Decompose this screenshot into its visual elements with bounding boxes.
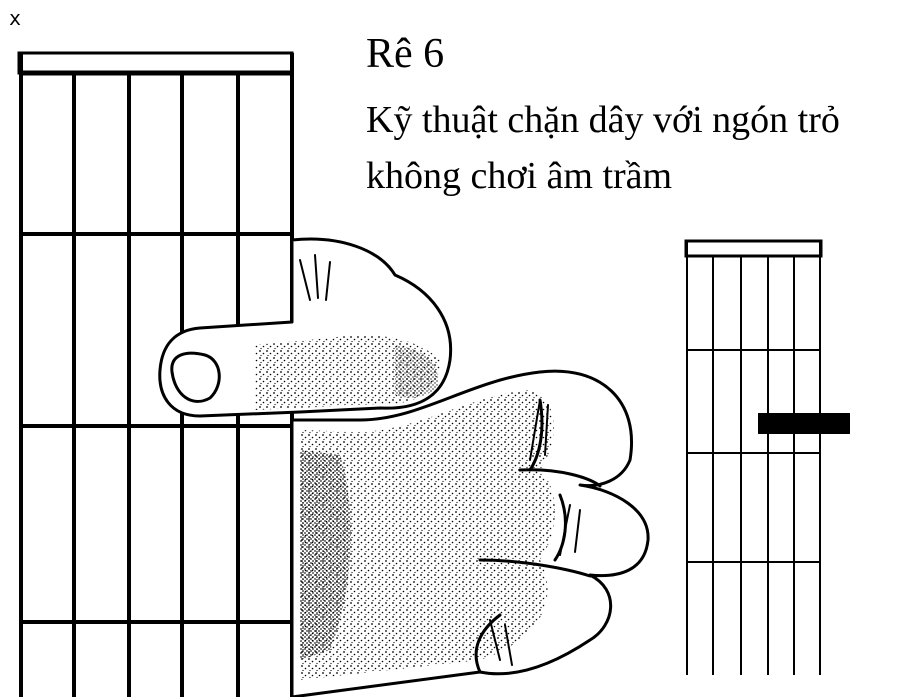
small-nut [686, 241, 821, 256]
small-chord-diagram [686, 241, 850, 675]
technique-line-2: không chơi âm trầm [366, 148, 840, 204]
small-fret-lines [686, 350, 821, 562]
technique-line-1: Kỹ thuật chặn dây với ngón trỏ [366, 92, 840, 148]
small-string-lines [687, 241, 820, 675]
fret-lines [19, 234, 292, 622]
nut [19, 53, 292, 73]
barre-bar [758, 413, 850, 434]
muted-string-marker: x [9, 8, 21, 28]
hand-illustration [160, 239, 648, 697]
chord-title: Rê 6 [366, 30, 444, 78]
technique-description: Kỹ thuật chặn dây với ngón trỏ không chơ… [366, 92, 840, 204]
